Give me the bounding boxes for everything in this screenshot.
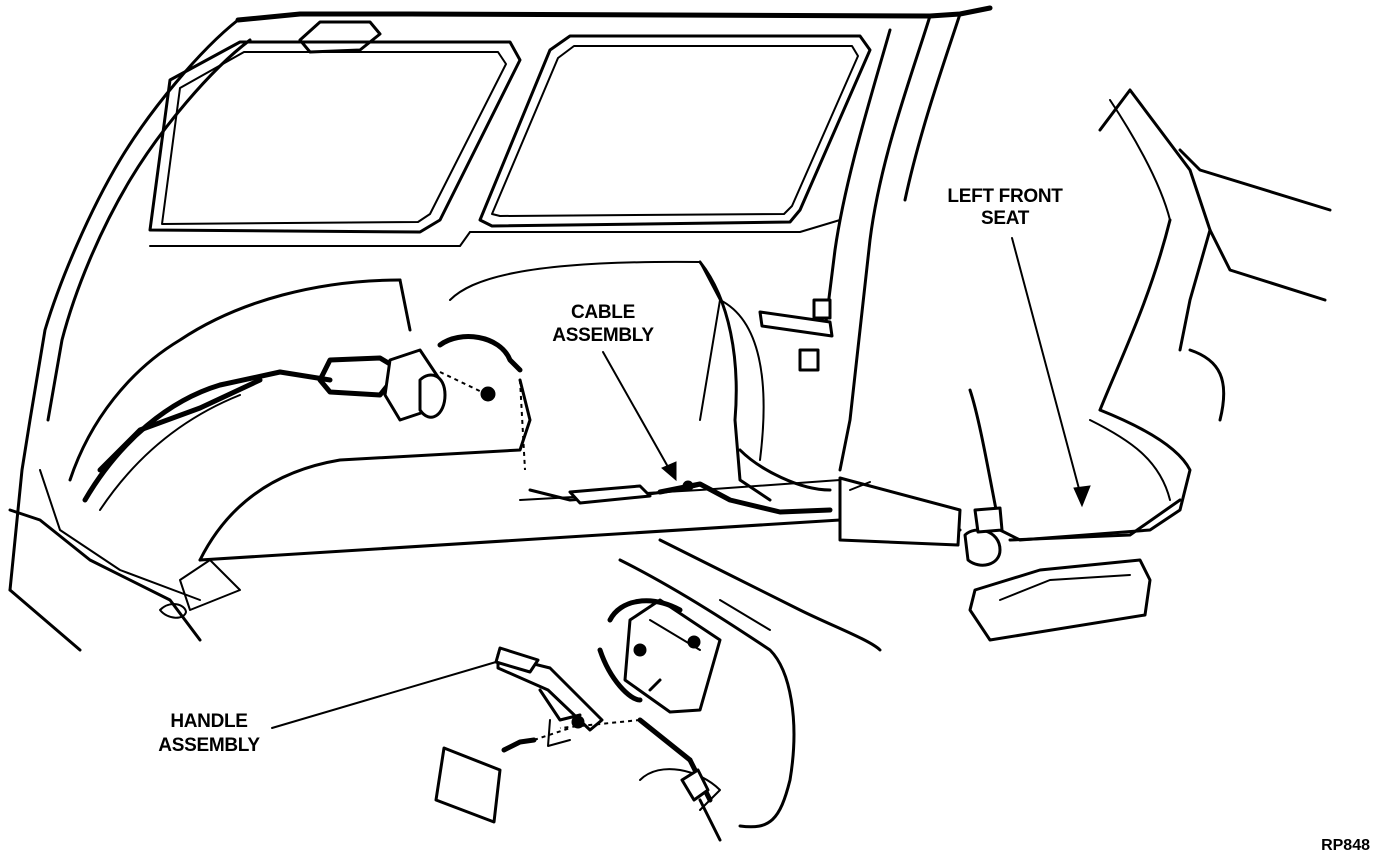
arrowhead-left-front-seat [1073, 485, 1091, 508]
rear-latch-mechanism [97, 334, 526, 473]
trim-panel [68, 260, 721, 619]
leader-cable-assembly [602, 351, 673, 475]
leader-left-front-seat [1011, 237, 1083, 501]
label-left-front-seat-line1: LEFT FRONT [947, 186, 1063, 207]
label-handle-assembly-line2: ASSEMBLY [158, 735, 260, 756]
leader-handle-assembly [271, 661, 497, 729]
arrowhead-cable-assembly [661, 461, 677, 482]
label-cable-assembly-line2: ASSEMBLY [552, 325, 654, 346]
rear-door-window [469, 34, 872, 233]
callout-labels: LEFT FRONT SEAT CABLE ASSEMBLY HANDLE AS… [158, 186, 1370, 854]
label-handle-assembly-line1: HANDLE [170, 711, 247, 732]
door-opening [698, 260, 834, 502]
leader-lines [271, 237, 1091, 729]
label-cable-assembly-line1: CABLE [571, 302, 635, 323]
figure-code: RP848 [1321, 837, 1370, 854]
cable-run [528, 480, 833, 515]
left-front-seat [963, 88, 1332, 642]
rear-quarter-window [148, 40, 522, 247]
handle-detail-inset [434, 538, 882, 842]
sill-block [838, 476, 962, 547]
vehicle-body [8, 5, 993, 652]
label-left-front-seat-line2: SEAT [981, 208, 1030, 229]
